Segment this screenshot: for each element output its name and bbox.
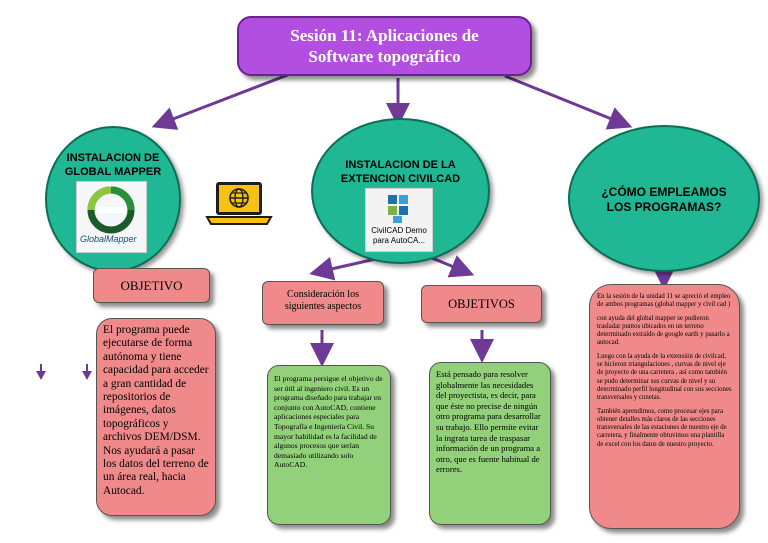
global-mapper-logo-graphic bbox=[87, 186, 135, 234]
arrow-civilcad-to-consideracion bbox=[309, 256, 381, 281]
laptop-globe-icon bbox=[203, 180, 275, 226]
civilcad-logo-label-2: para AutoCA... bbox=[372, 236, 426, 245]
objetivos-body-box: Está pensado para resolver globalmente l… bbox=[429, 362, 551, 525]
global-mapper-body: El programa puede ejecutarse de forma au… bbox=[103, 324, 209, 497]
consideracion-body-box: El programa persigue el objetivo de ser … bbox=[267, 365, 391, 525]
down-arrow-icon bbox=[36, 371, 46, 380]
objetivos-label-box: OBJETIVOS bbox=[421, 285, 542, 323]
consideracion-body: El programa persigue el objetivo de ser … bbox=[274, 374, 383, 470]
como-empleamos-body-box: En la sesión de la unidad 11 se apreció … bbox=[589, 284, 740, 529]
consideracion-line-2: siguientes aspectos bbox=[284, 301, 362, 312]
arrow-title-to-como bbox=[504, 74, 633, 130]
oval-global-mapper: INSTALACION DE GLOBAL MAPPER bbox=[45, 126, 181, 272]
como-paragraph-4: También aprendimos, como procesar ejes p… bbox=[597, 407, 727, 448]
consideracion-line-1: Consideración los bbox=[287, 289, 359, 300]
title-line-1: Sesión 11: Aplicaciones de bbox=[290, 26, 479, 45]
objetivos-body: Está pensado para resolver globalmente l… bbox=[436, 369, 541, 475]
oval-como-empleamos: ¿CÓMO EMPLEAMOS LOS PROGRAMAS? bbox=[568, 125, 760, 272]
global-mapper-logo-text: GlobalMapper bbox=[80, 234, 137, 244]
global-mapper-body-box: El programa puede ejecutarse de forma au… bbox=[96, 318, 216, 516]
global-mapper-logo: GlobalMapper bbox=[76, 181, 147, 253]
como-paragraph-2: con ayuda del global mapper se pudieron … bbox=[597, 314, 730, 347]
arrow-title-to-global-mapper bbox=[151, 72, 291, 130]
como-paragraph-1: En la sesión de la unidad 11 se apreció … bbox=[597, 293, 731, 309]
title-line-2: Software topográfico bbox=[308, 47, 461, 66]
oval-civilcad-line-1: INSTALACION DE LA bbox=[345, 159, 456, 171]
consideracion-label-box: Consideración los siguientes aspectos bbox=[262, 281, 384, 325]
down-arrow-icon bbox=[82, 371, 92, 380]
objetivo-label-box: OBJETIVO bbox=[93, 268, 210, 303]
civilcad-logo: CivilCAD Demo para AutoCA... bbox=[365, 188, 433, 252]
oval-global-mapper-line-2: GLOBAL MAPPER bbox=[64, 166, 162, 178]
down-arrow-icon-stem-2 bbox=[86, 364, 88, 372]
objetivos-label: OBJETIVOS bbox=[448, 297, 515, 311]
civilcad-logo-label-1: CivilCAD Demo bbox=[371, 226, 427, 235]
como-paragraph-3: Luego con la ayuda de la extensión de ci… bbox=[597, 352, 732, 402]
oval-como-line-2: LOS PROGRAMAS? bbox=[606, 200, 722, 214]
title-box: Sesión 11: Aplicaciones de Software topo… bbox=[237, 16, 532, 76]
oval-como-line-1: ¿CÓMO EMPLEAMOS bbox=[601, 185, 727, 199]
civilcad-logo-graphic bbox=[388, 195, 408, 223]
objetivo-label: OBJETIVO bbox=[120, 278, 183, 293]
arrow-civilcad-to-objetivos bbox=[431, 255, 475, 278]
oval-civilcad-line-2: EXTENCION CIVILCAD bbox=[340, 173, 461, 185]
oval-global-mapper-line-1: INSTALACION DE bbox=[66, 152, 160, 164]
down-arrow-icon-stem-1 bbox=[40, 364, 42, 372]
laptop-globe-graphic bbox=[205, 182, 273, 225]
